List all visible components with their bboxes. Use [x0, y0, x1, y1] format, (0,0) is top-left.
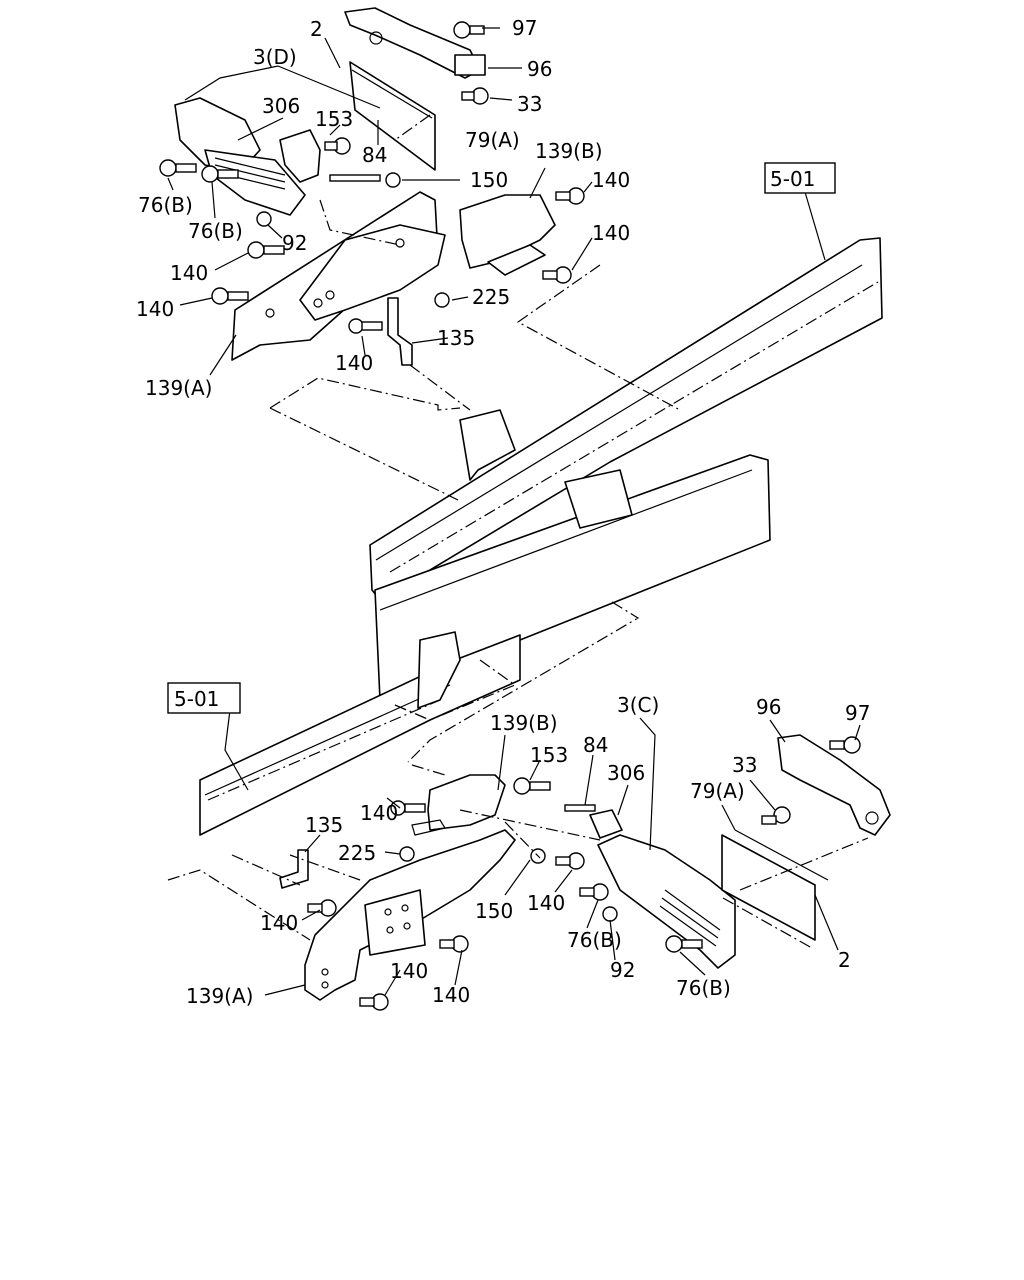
label-140-c: 140 — [170, 261, 208, 285]
bracket-96-lower — [777, 734, 891, 836]
ref-5-01-lower: 5-01 — [174, 687, 219, 711]
fasteners-upper — [159, 21, 585, 334]
label-135: 135 — [437, 326, 475, 350]
label-96-lower: 96 — [756, 695, 781, 719]
label-33-lower: 33 — [732, 753, 757, 777]
label-92: 92 — [282, 231, 307, 255]
label-153: 153 — [315, 107, 353, 131]
label-306-lower: 306 — [607, 761, 645, 785]
label-153-lower: 153 — [530, 743, 568, 767]
plate-2-lower — [721, 829, 829, 941]
leader-lines-upper — [167, 27, 826, 376]
label-150-lower: 150 — [475, 899, 513, 923]
label-135-lower: 135 — [305, 813, 343, 837]
label-140-lower-c: 140 — [260, 911, 298, 935]
label-306: 306 — [262, 94, 300, 118]
labels-lower: 5-01 139(B) 3(C) 153 84 306 96 97 33 79(… — [167, 682, 870, 1008]
bracket-139b-upper — [459, 194, 556, 276]
bracket-139a-upper — [231, 191, 446, 361]
bracket-139a-lower — [304, 829, 516, 1001]
label-140-b: 140 — [592, 221, 630, 245]
upper-assembly: 2 3(D) 306 153 84 97 96 33 79(A) 139(B) … — [136, 7, 883, 701]
label-139b: 139(B) — [535, 139, 603, 163]
label-140-d: 140 — [136, 297, 174, 321]
label-139a: 139(A) — [145, 376, 212, 400]
ref-box-5-01-lower — [167, 682, 241, 714]
label-140-a: 140 — [592, 168, 630, 192]
label-150: 150 — [470, 168, 508, 192]
label-225: 225 — [472, 285, 510, 309]
ref-5-01-upper: 5-01 — [770, 167, 815, 191]
label-139a-lower: 139(A) — [186, 984, 253, 1008]
labels-upper: 2 3(D) 306 153 84 97 96 33 79(A) 139(B) … — [136, 16, 836, 400]
label-140-lower-b: 140 — [527, 891, 565, 915]
label-33: 33 — [517, 92, 542, 116]
label-3c: 3(C) — [617, 693, 659, 717]
label-2: 2 — [310, 17, 323, 41]
label-139b-lower: 139(B) — [490, 711, 558, 735]
label-140-lower-d: 140 — [390, 959, 428, 983]
label-3d: 3(D) — [253, 45, 297, 69]
label-92-lower: 92 — [610, 958, 635, 982]
label-97: 97 — [512, 16, 537, 40]
label-79a: 79(A) — [465, 128, 520, 152]
label-76b-lower-a: 76(B) — [567, 928, 622, 952]
dash-leaders-lower — [167, 601, 869, 949]
label-84: 84 — [362, 143, 387, 167]
bracket-96-upper — [344, 7, 486, 79]
bracket-139b-lower — [411, 774, 506, 836]
bracket-135-lower — [279, 849, 309, 889]
bracket-135-upper — [387, 297, 413, 366]
lower-assembly: 5-01 139(B) 3(C) 153 84 306 96 97 33 79(… — [167, 601, 891, 1011]
label-2-lower: 2 — [838, 948, 851, 972]
label-140-lower-e: 140 — [432, 983, 470, 1007]
label-76b-b: 76(B) — [188, 219, 243, 243]
label-225-lower: 225 — [338, 841, 376, 865]
leader-lines-lower — [224, 709, 861, 996]
dash-leaders-upper — [269, 114, 681, 501]
label-140-e: 140 — [335, 351, 373, 375]
label-97-lower: 97 — [845, 701, 870, 725]
frame-rail-lower — [199, 631, 521, 836]
label-96: 96 — [527, 57, 552, 81]
label-79a-lower: 79(A) — [690, 779, 745, 803]
label-140-lower-a: 140 — [360, 801, 398, 825]
label-76b-lower-b: 76(B) — [676, 976, 731, 1000]
label-76b-a: 76(B) — [138, 193, 193, 217]
frame-rail-upper — [369, 237, 883, 701]
ref-box-5-01-upper — [764, 162, 836, 194]
label-84-lower: 84 — [583, 733, 608, 757]
plate-2-upper — [349, 61, 436, 171]
